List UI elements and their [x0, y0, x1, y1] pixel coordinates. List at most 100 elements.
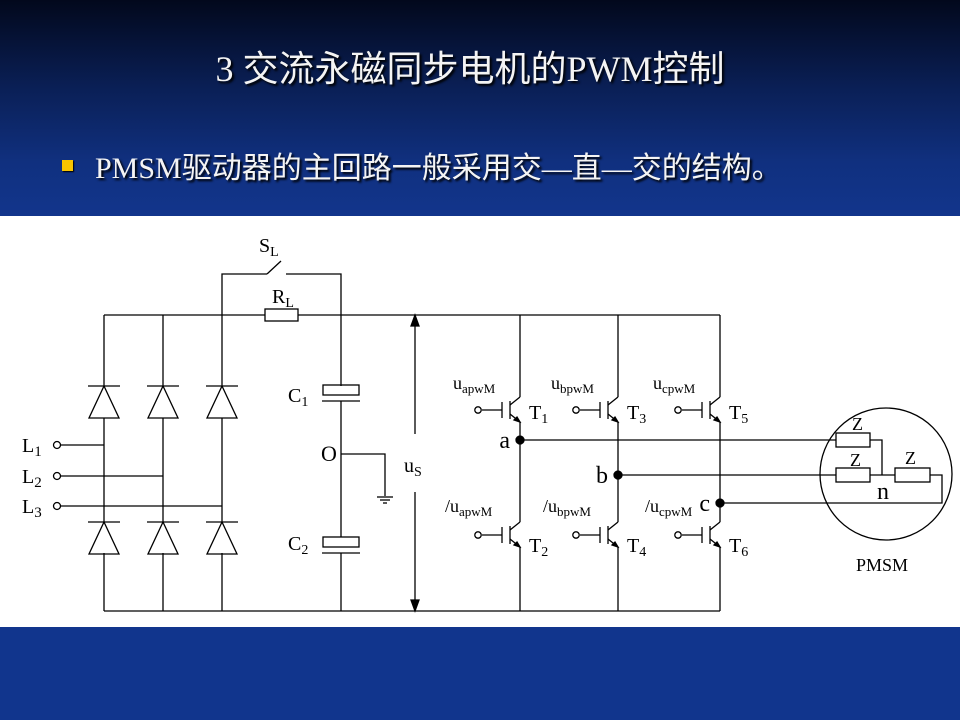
- winding-wire: [870, 439, 883, 475]
- c1-label-sub: 1: [301, 395, 308, 410]
- lower-diode-icon: [87, 520, 121, 555]
- switch-wire: [221, 273, 267, 315]
- transistor-T1-gate-terminal: [474, 406, 482, 414]
- upper-transistor-label-0: T1: [529, 402, 548, 427]
- upper-gate-label-0-main: u: [453, 373, 462, 393]
- transistor-T2-gate-terminal: [474, 531, 482, 539]
- lower-transistor-label-0-sub: 2: [541, 545, 548, 560]
- upper-diode-icon: [146, 384, 180, 419]
- switch-label-main: S: [259, 235, 270, 257]
- lower-transistor-label-2-main: T: [729, 535, 741, 557]
- impedance-Z-icon: [835, 432, 871, 448]
- dc-voltage-label-sub: S: [414, 465, 422, 480]
- c1-label-main: C: [288, 385, 301, 407]
- switch-wire: [286, 273, 342, 386]
- slide-header: 3 交流永磁同步电机的PWM控制 PMSM驱动器的主回路一般采用交—直—交的结构…: [0, 0, 960, 216]
- switch-SL-icon: [266, 260, 282, 275]
- bullet-item: PMSM驱动器的主回路一般采用交—直—交的结构。: [62, 143, 782, 187]
- upper-gate-label-1-sub: bpwM: [560, 381, 594, 396]
- switch-label-sub: L: [270, 245, 279, 260]
- impedance-label: Z: [852, 414, 863, 434]
- upper-transistor-label-1-main: T: [627, 402, 639, 424]
- resistor-label-main: R: [272, 286, 286, 308]
- motor-label: PMSM: [856, 555, 908, 575]
- resistor-label: RL: [272, 286, 294, 311]
- input-terminal: [52, 501, 62, 511]
- upper-transistor-label-1-sub: 3: [639, 412, 646, 427]
- impedance-label: Z: [905, 448, 916, 468]
- lower-gate-label-2-main: /u: [645, 496, 659, 516]
- capacitor-C2-icon: [322, 536, 360, 548]
- transistor-T1-emitter-arrow-icon: [512, 415, 522, 424]
- transistor-T6-gate-terminal: [674, 531, 682, 539]
- pmsm-motor-icon: [819, 407, 953, 541]
- switch-label: SL: [259, 235, 279, 260]
- input-label-L2-sub: 2: [34, 475, 42, 491]
- lower-diode-icon: [205, 520, 239, 555]
- impedance-label: Z: [850, 450, 861, 470]
- lower-transistor-label-0-main: T: [529, 535, 541, 557]
- input-label-L2: L2: [22, 466, 42, 491]
- lower-transistor-label-2: T6: [729, 535, 748, 560]
- neutral-label: n: [877, 479, 889, 505]
- arrow-up-icon: [410, 313, 420, 327]
- phase-node-label-c: c: [699, 491, 710, 517]
- impedance-Z-icon: [835, 467, 871, 483]
- impedance-Z-icon: [894, 467, 931, 483]
- bullet-square-icon: [62, 159, 73, 171]
- input-label-L1-sub: 1: [34, 444, 42, 460]
- c2-label-main: C: [288, 533, 301, 555]
- transistor-T5-emitter-arrow-icon: [712, 415, 722, 424]
- lower-transistor-label-0: T2: [529, 535, 548, 560]
- input-label-L3: L3: [22, 496, 42, 521]
- upper-transistor-label-0-main: T: [529, 402, 541, 424]
- upper-gate-label-1: ubpwM: [551, 373, 594, 396]
- upper-diode-icon: [87, 384, 121, 419]
- midpoint-label: O: [321, 441, 337, 466]
- lower-transistor-label-1-main: T: [627, 535, 639, 557]
- capacitor-C1-icon: [322, 384, 360, 396]
- transistor-T5-collector: [709, 396, 721, 406]
- lower-gate-label-1-main: /u: [543, 496, 557, 516]
- lower-gate-label-0-main: /u: [445, 496, 459, 516]
- lower-gate-label-1: /ubpwM: [543, 496, 591, 519]
- c2-label: C2: [288, 533, 308, 558]
- slide-footer: [0, 627, 960, 720]
- upper-gate-label-0-sub: apwM: [462, 381, 496, 396]
- c2-label-sub: 2: [301, 543, 308, 558]
- transistor-T3-gate-terminal: [572, 406, 580, 414]
- lower-diode-icon: [146, 520, 180, 555]
- transistor-T3-collector: [607, 396, 619, 406]
- transistor-T4-gate-terminal: [572, 531, 580, 539]
- phase-node-label-b: b: [596, 463, 608, 489]
- ground-wire: [341, 453, 386, 496]
- bullet-text: PMSM驱动器的主回路一般采用交—直—交的结构。: [95, 152, 782, 185]
- upper-gate-label-2-sub: cpwM: [662, 381, 696, 396]
- input-label-L3-sub: 3: [34, 505, 42, 521]
- input-terminal: [52, 471, 62, 481]
- transistor-T2-emitter-arrow-icon: [512, 540, 522, 549]
- input-terminal: [52, 440, 62, 450]
- input-label-L2-main: L: [22, 466, 34, 488]
- upper-transistor-label-2: T5: [729, 402, 748, 427]
- input-label-L1-main: L: [22, 435, 34, 457]
- lower-transistor-label-2-sub: 6: [741, 545, 748, 560]
- lower-gate-label-0: /uapwM: [445, 496, 493, 519]
- upper-transistor-label-2-main: T: [729, 402, 741, 424]
- transistor-T1-collector: [509, 396, 521, 406]
- lower-gate-label-2: /ucpwM: [645, 496, 693, 519]
- upper-gate-label-1-main: u: [551, 373, 560, 393]
- transistor-T4-collector: [607, 521, 619, 531]
- transistor-T6-collector: [709, 521, 721, 531]
- upper-gate-label-0: uapwM: [453, 373, 496, 396]
- input-label-L3-main: L: [22, 496, 34, 518]
- upper-diode-icon: [205, 384, 239, 419]
- upper-transistor-label-1: T3: [627, 402, 646, 427]
- transistor-T5-gate-terminal: [674, 406, 682, 414]
- c1-label: C1: [288, 385, 308, 410]
- upper-transistor-label-2-sub: 5: [741, 412, 748, 427]
- upper-transistor-label-0-sub: 1: [541, 412, 548, 427]
- lower-transistor-label-1: T4: [627, 535, 646, 560]
